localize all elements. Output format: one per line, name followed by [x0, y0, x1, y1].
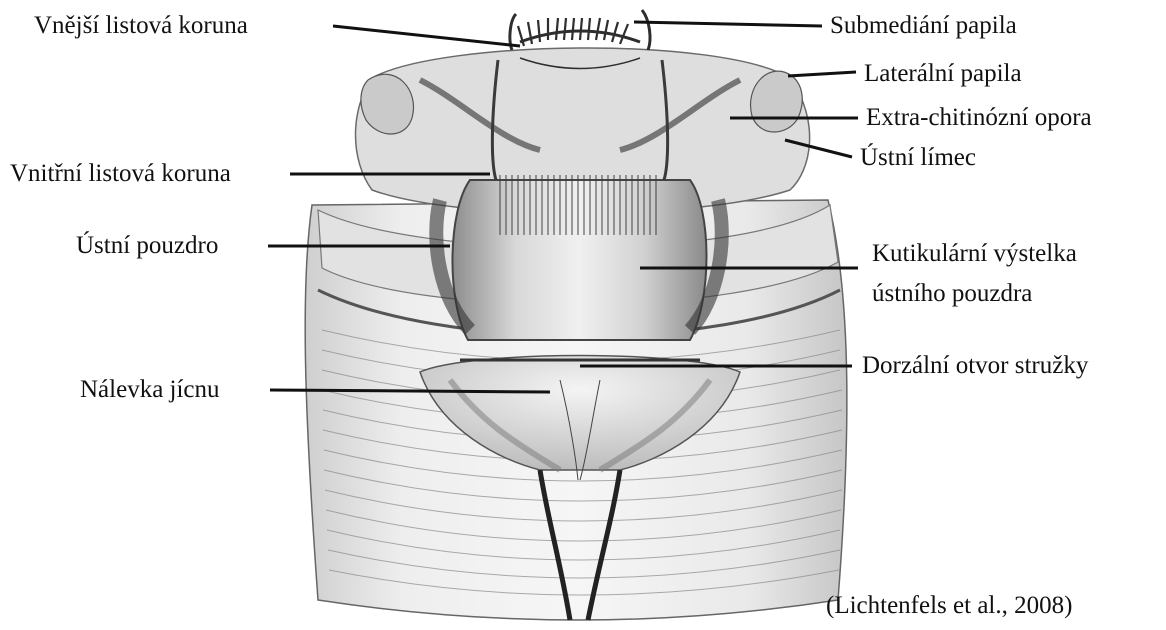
leader-submedian-papilla [634, 22, 822, 26]
label-esophageal-funnel: Nálevka jícnu [80, 376, 220, 404]
label-extra-chitinous-support: Extra-chitinózní opora [866, 104, 1092, 132]
label-cuticular-lining-line1: Kutikulární výstelka [872, 240, 1077, 268]
label-mouth-collar: Ústní límec [860, 144, 976, 172]
leader-esophageal-funnel [270, 390, 550, 392]
citation: (Lichtenfels et al., 2008) [826, 592, 1072, 620]
label-cuticular-lining-line2: ústního pouzdra [872, 280, 1032, 308]
label-inner-leaf-crown: Vnitřní listová koruna [10, 160, 231, 188]
label-buccal-capsule: Ústní pouzdro [76, 232, 218, 260]
leader-lateral-papilla [788, 72, 856, 76]
label-submedian-papilla: Submediání papila [830, 12, 1017, 40]
label-outer-leaf-crown: Vnější listová koruna [34, 12, 248, 40]
leader-outer-leaf-crown [333, 26, 520, 46]
label-dorsal-gutter-opening: Dorzální otvor stružky [862, 352, 1088, 380]
label-lateral-papilla: Laterální papila [864, 60, 1022, 88]
